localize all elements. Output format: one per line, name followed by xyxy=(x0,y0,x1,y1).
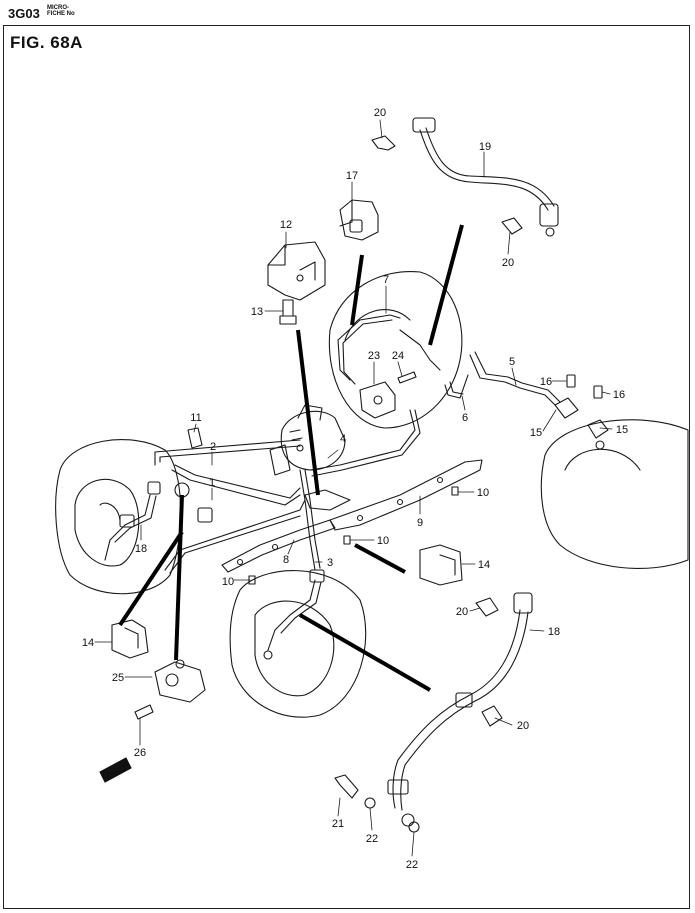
brake-hose-front-left xyxy=(263,569,325,660)
part-10-bolts xyxy=(248,486,459,585)
brake-pipe-3 xyxy=(299,469,321,571)
part-15-clamps xyxy=(554,397,609,450)
part-21-banjo-bolt xyxy=(334,774,359,799)
callout-20: 20 xyxy=(374,107,386,119)
part-11-clip xyxy=(187,427,203,449)
master-cylinder xyxy=(269,404,346,476)
callout-10: 10 xyxy=(377,535,389,547)
part-26-screw xyxy=(134,704,154,720)
callout-10: 10 xyxy=(477,487,489,499)
callout-24: 24 xyxy=(392,350,404,362)
callout-11: 11 xyxy=(190,412,201,424)
part-12-bracket xyxy=(267,241,326,301)
callout-2: 2 xyxy=(210,441,216,453)
part-1-connector xyxy=(197,507,213,523)
part-16-bolts xyxy=(566,374,603,399)
callout-19: 19 xyxy=(479,141,491,153)
callout-1: 1 xyxy=(209,477,215,489)
callout-25: 25 xyxy=(112,672,124,684)
callout-6: 6 xyxy=(462,412,468,424)
brake-pipe-rear xyxy=(164,499,306,574)
callout-18: 18 xyxy=(548,626,560,638)
fwd-arrow-label: FWD xyxy=(105,759,133,781)
part-20-clip-mid xyxy=(501,217,523,235)
part-20-clip-lower xyxy=(475,597,503,727)
microfiche-label-line2: FICHE No xyxy=(47,11,75,17)
part-17-clamp xyxy=(339,199,379,241)
brake-hose-18-rear xyxy=(104,481,161,561)
front-left-wheel xyxy=(229,570,367,718)
callout-14: 14 xyxy=(82,637,94,649)
callout-13: 13 xyxy=(251,306,263,318)
brake-pipe-4 xyxy=(309,409,421,477)
bracket-9 xyxy=(304,459,483,531)
rear-left-wheel xyxy=(55,439,182,595)
callout-15: 15 xyxy=(616,424,628,436)
fwd-arrow: FWD xyxy=(99,757,133,783)
leader-lines xyxy=(94,119,613,857)
callout-9: 9 xyxy=(417,517,423,529)
microfiche-label: MICRO- FICHE No xyxy=(47,5,75,17)
part-14-junction-blocks xyxy=(111,544,463,659)
bracket-8 xyxy=(221,519,336,573)
callout-20: 20 xyxy=(502,257,514,269)
rear-right-wheel xyxy=(328,270,463,429)
callout-23: 23 xyxy=(368,350,380,362)
callout-4: 4 xyxy=(340,433,346,445)
callout-17: 17 xyxy=(346,170,358,182)
part-23-proportioning-valve xyxy=(359,381,396,419)
callout-20: 20 xyxy=(456,606,468,618)
brake-pipe-7 xyxy=(337,314,401,385)
callout-14: 14 xyxy=(478,559,490,571)
front-right-wheel xyxy=(540,419,689,569)
callout-16: 16 xyxy=(613,389,625,401)
pointer-lines xyxy=(118,224,464,692)
callout-7: 7 xyxy=(383,274,389,286)
callout-5: 5 xyxy=(509,356,515,368)
callout-15: 15 xyxy=(530,427,542,439)
brake-hose-19 xyxy=(412,117,559,237)
tee-joint-rear xyxy=(174,482,190,498)
brake-pipe-2 xyxy=(154,439,301,466)
brake-pipe-1 xyxy=(171,464,301,506)
brake-pipe-6 xyxy=(444,374,469,399)
callout-8: 8 xyxy=(283,554,289,566)
part-20-clip-top xyxy=(371,135,396,151)
callout-20: 20 xyxy=(517,720,529,732)
callout-10: 10 xyxy=(222,576,234,588)
part-25-joint xyxy=(154,659,206,703)
callout-18: 18 xyxy=(135,543,147,555)
callout-16: 16 xyxy=(540,376,552,388)
microfiche-label-line1: MICRO- xyxy=(47,5,69,11)
part-13-bolt xyxy=(279,299,297,325)
part-24-bolt xyxy=(397,371,417,384)
brake-pipe-right xyxy=(399,329,441,371)
callout-labels: 20 19 17 12 20 13 7 23 24 5 16 16 6 11 2… xyxy=(82,107,628,871)
brake-hose-18-front xyxy=(387,592,533,827)
callout-22: 22 xyxy=(406,859,418,871)
figure-title: FIG. 68A xyxy=(10,33,83,52)
figure-frame xyxy=(3,25,690,909)
callout-22: 22 xyxy=(366,833,378,845)
callout-26: 26 xyxy=(134,747,146,759)
microfiche-code: 3G03 xyxy=(8,6,40,21)
callout-12: 12 xyxy=(280,219,292,231)
callout-21: 21 xyxy=(332,818,344,830)
callout-3: 3 xyxy=(327,557,333,569)
